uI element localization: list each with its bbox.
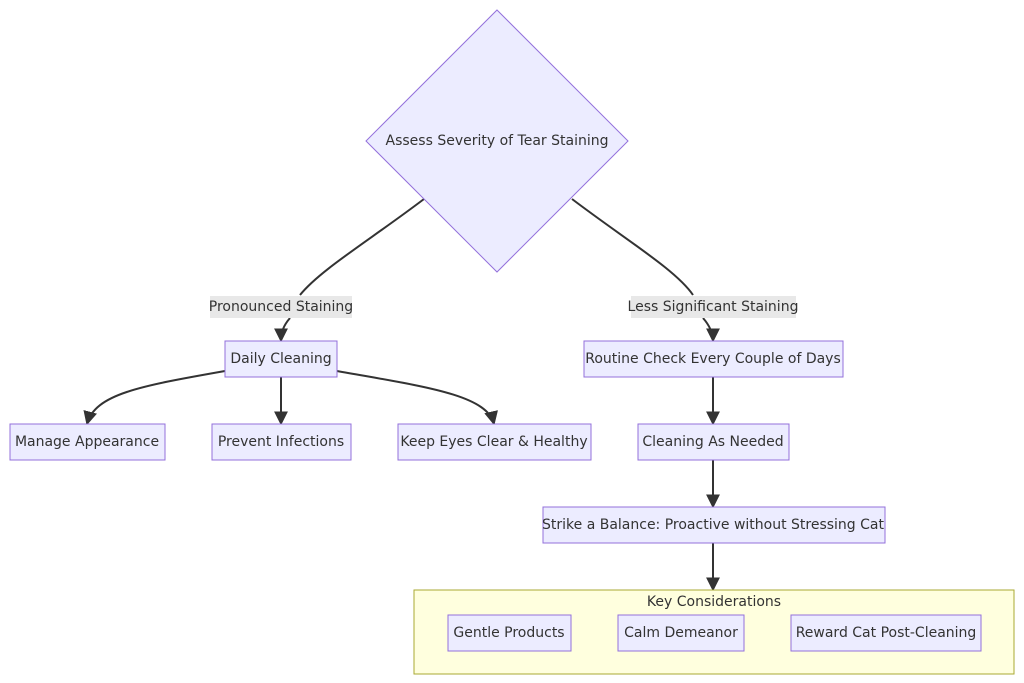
node-routine-check-label: Routine Check Every Couple of Days [585,351,841,367]
edge-daily-to-manage [83,370,226,426]
edge-label-less-significant: Less Significant Staining [628,296,799,318]
consideration-reward-cat-label: Reward Cat Post-Cleaning [796,625,977,641]
decision-label: Assess Severity of Tear Staining [386,133,609,149]
edge-daily-to-keep-eyes [336,370,498,426]
consideration-gentle-products: Gentle Products [447,614,572,652]
edge-label-pronounced: Pronounced Staining [209,296,353,318]
consideration-calm-demeanor: Calm Demeanor [617,614,745,652]
node-strike-balance: Strike a Balance: Proactive without Stre… [542,506,886,544]
node-strike-balance-label: Strike a Balance: Proactive without Stre… [542,517,884,533]
node-routine-check: Routine Check Every Couple of Days [583,340,844,378]
key-considerations-cluster: Key Considerations Gentle Products Calm … [413,589,1015,675]
edge-decision-to-pronounced [299,198,425,296]
edge-label-pronounced-text: Pronounced Staining [209,299,353,315]
node-daily-cleaning-label: Daily Cleaning [230,351,331,367]
edge-label-less-significant-text: Less Significant Staining [628,299,799,315]
consideration-gentle-products-label: Gentle Products [453,625,564,641]
node-daily-cleaning: Daily Cleaning [224,340,338,378]
node-cleaning-as-needed: Cleaning As Needed [637,423,790,461]
node-keep-eyes-clear-label: Keep Eyes Clear & Healthy [400,434,587,450]
edge-decision-to-less-significant [571,198,694,296]
key-considerations-title: Key Considerations [647,594,781,610]
consideration-reward-cat: Reward Cat Post-Cleaning [790,614,982,652]
node-manage-appearance: Manage Appearance [9,423,166,461]
consideration-calm-demeanor-label: Calm Demeanor [624,625,738,641]
node-cleaning-as-needed-label: Cleaning As Needed [642,434,783,450]
node-manage-appearance-label: Manage Appearance [15,434,159,450]
node-prevent-infections-label: Prevent Infections [218,434,344,450]
decision-node: Assess Severity of Tear Staining [365,9,629,273]
edge-less-significant-to-routine-check [702,317,720,343]
node-prevent-infections: Prevent Infections [211,423,352,461]
node-keep-eyes-clear: Keep Eyes Clear & Healthy [397,423,592,461]
edge-pronounced-to-daily-cleaning [274,317,291,343]
